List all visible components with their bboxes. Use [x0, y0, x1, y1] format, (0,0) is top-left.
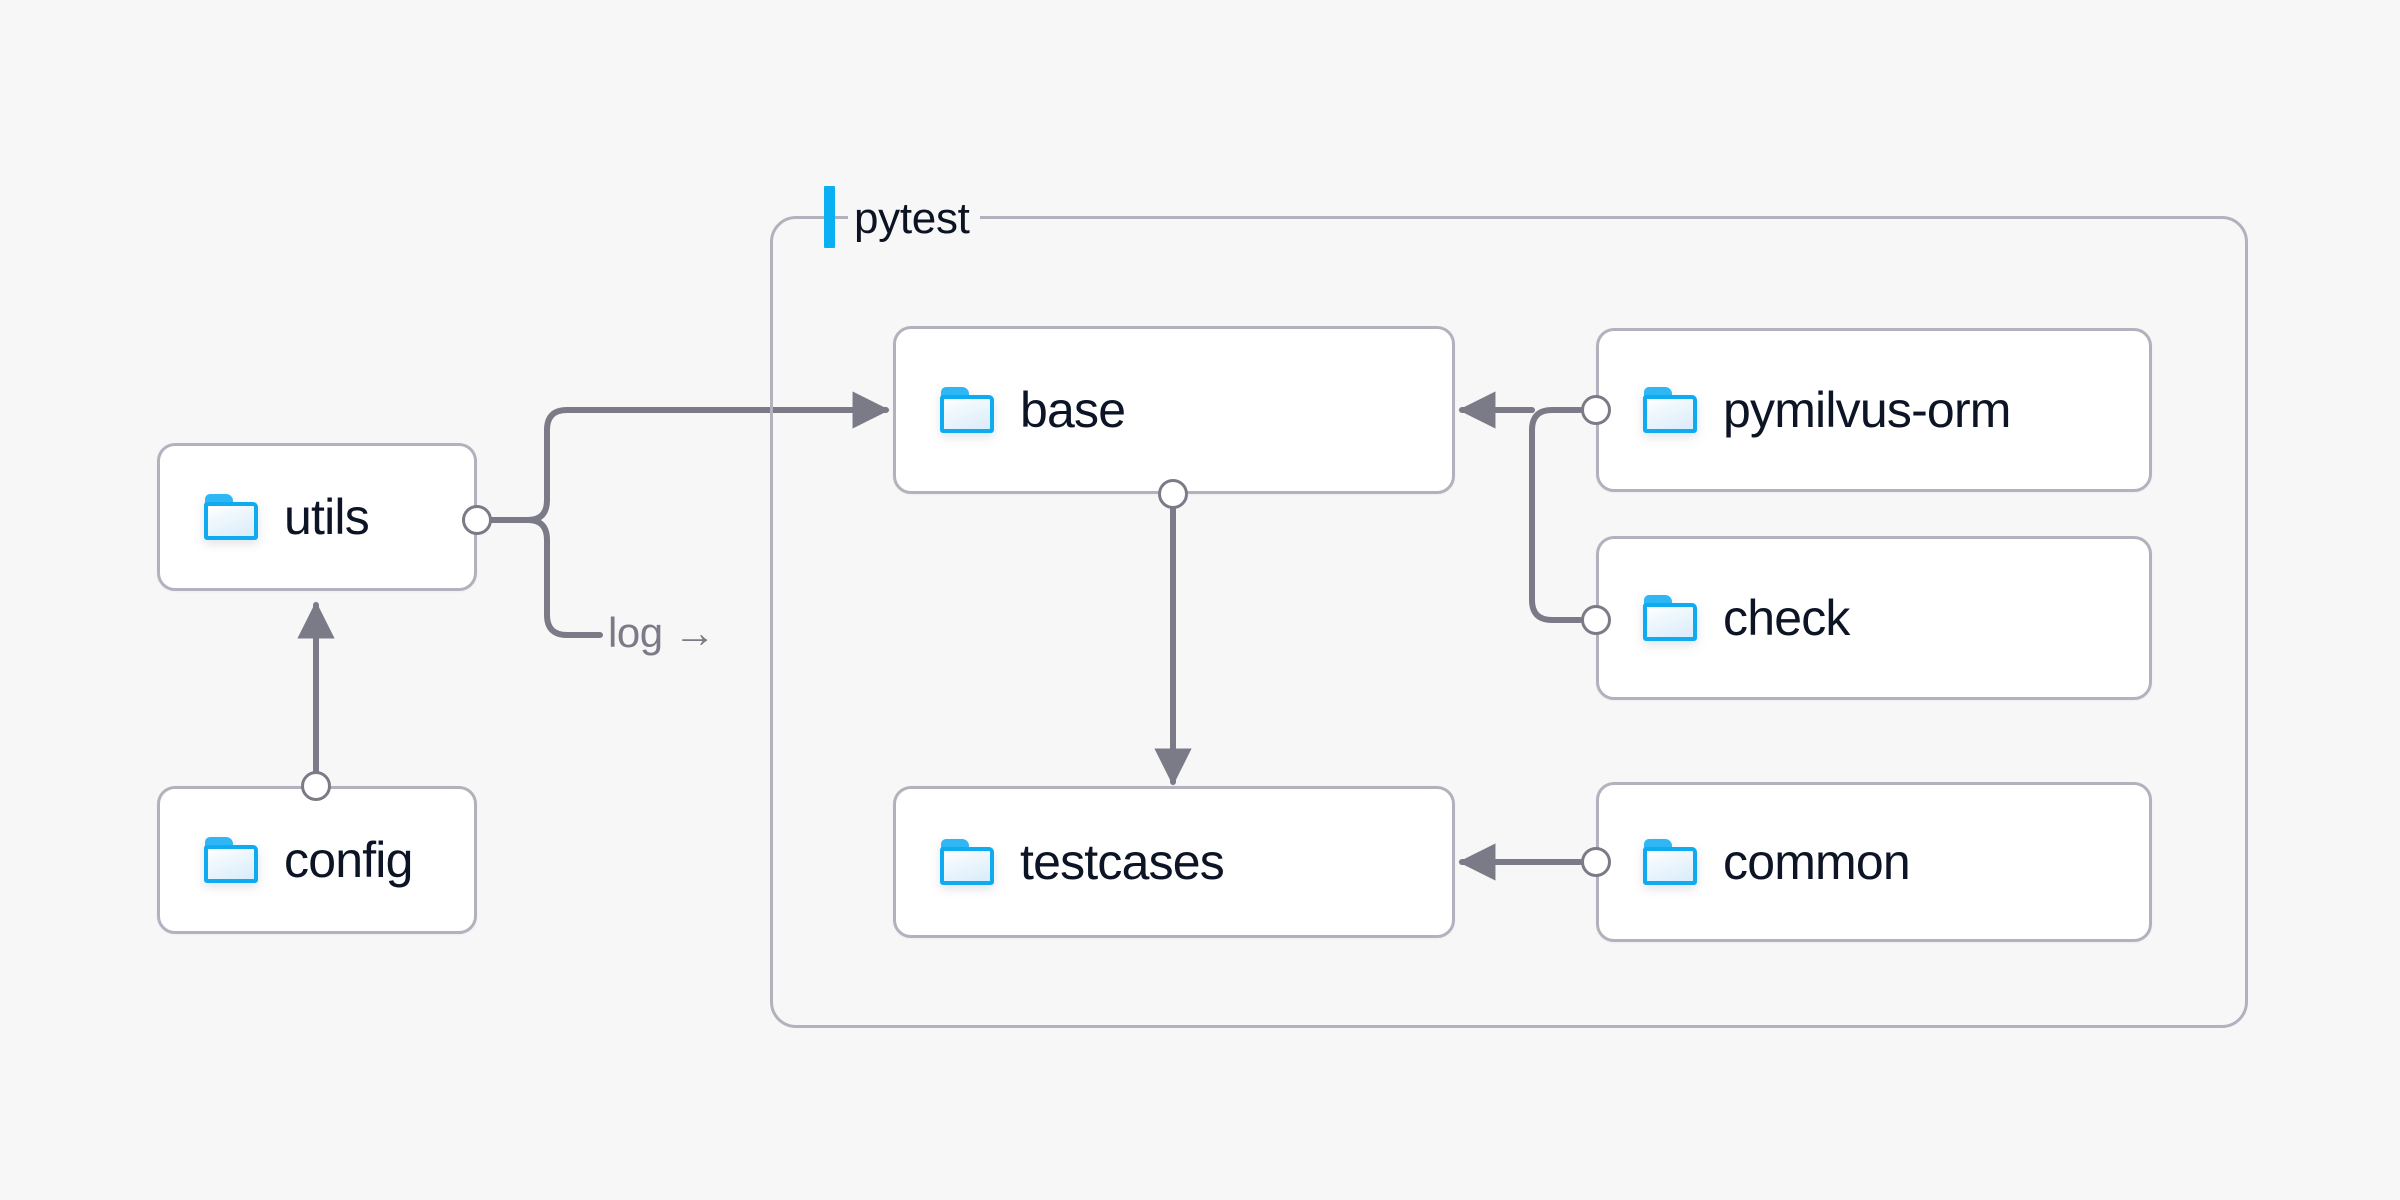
port-base-bottom[interactable] [1158, 479, 1188, 509]
port-config-top[interactable] [301, 771, 331, 801]
node-common[interactable]: common [1596, 782, 2152, 942]
folder-icon [940, 387, 994, 433]
edge-utils-log-branch [525, 517, 603, 638]
node-pymilvus-orm[interactable]: pymilvus-orm [1596, 328, 2152, 492]
folder-icon [204, 494, 258, 540]
node-utils[interactable]: utils [157, 443, 477, 591]
port-check-left[interactable] [1581, 605, 1611, 635]
node-label: base [1020, 382, 1126, 438]
node-check[interactable]: check [1596, 536, 2152, 700]
group-accent-bar [824, 186, 835, 248]
port-pymilvus-orm-left[interactable] [1581, 395, 1611, 425]
port-common-left[interactable] [1581, 847, 1611, 877]
folder-icon [1643, 387, 1697, 433]
folder-icon [940, 839, 994, 885]
folder-icon [204, 837, 258, 883]
node-config[interactable]: config [157, 786, 477, 934]
group-pytest[interactable] [770, 216, 2248, 1028]
node-label: config [284, 832, 413, 888]
node-label: utils [284, 489, 370, 545]
node-label: check [1723, 590, 1850, 646]
port-utils-right[interactable] [462, 505, 492, 535]
node-testcases[interactable]: testcases [893, 786, 1455, 938]
edge-label-log: log → [608, 609, 716, 656]
node-label: pymilvus-orm [1723, 382, 2011, 438]
folder-icon [1643, 595, 1697, 641]
folder-icon [1643, 839, 1697, 885]
node-label: testcases [1020, 834, 1225, 890]
node-base[interactable]: base [893, 326, 1455, 494]
group-label: pytest [848, 197, 980, 241]
node-label: common [1723, 834, 1911, 890]
